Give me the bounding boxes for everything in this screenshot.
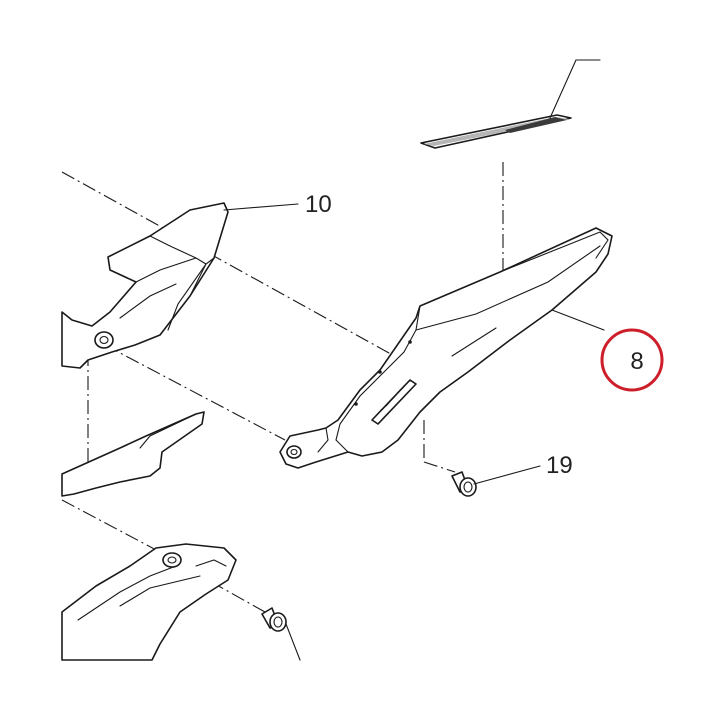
callout-8-highlight[interactable]: 8 (600, 328, 664, 392)
side-cover-fragment (61, 543, 237, 661)
screw-lower (261, 607, 287, 632)
assembly-lines (61, 162, 504, 613)
decal-sticker (420, 114, 572, 149)
part-8-main-bracket[interactable] (279, 227, 613, 469)
callout-8-label: 8 (630, 348, 643, 375)
callout-19-label: 19 (546, 452, 573, 479)
lower-panel-fragment (61, 411, 205, 497)
screw-19 (451, 471, 477, 497)
callout-10-label: 10 (305, 191, 332, 218)
highlight-circle (600, 328, 664, 392)
leader-lines (223, 59, 605, 661)
part-10-bracket (61, 202, 229, 369)
